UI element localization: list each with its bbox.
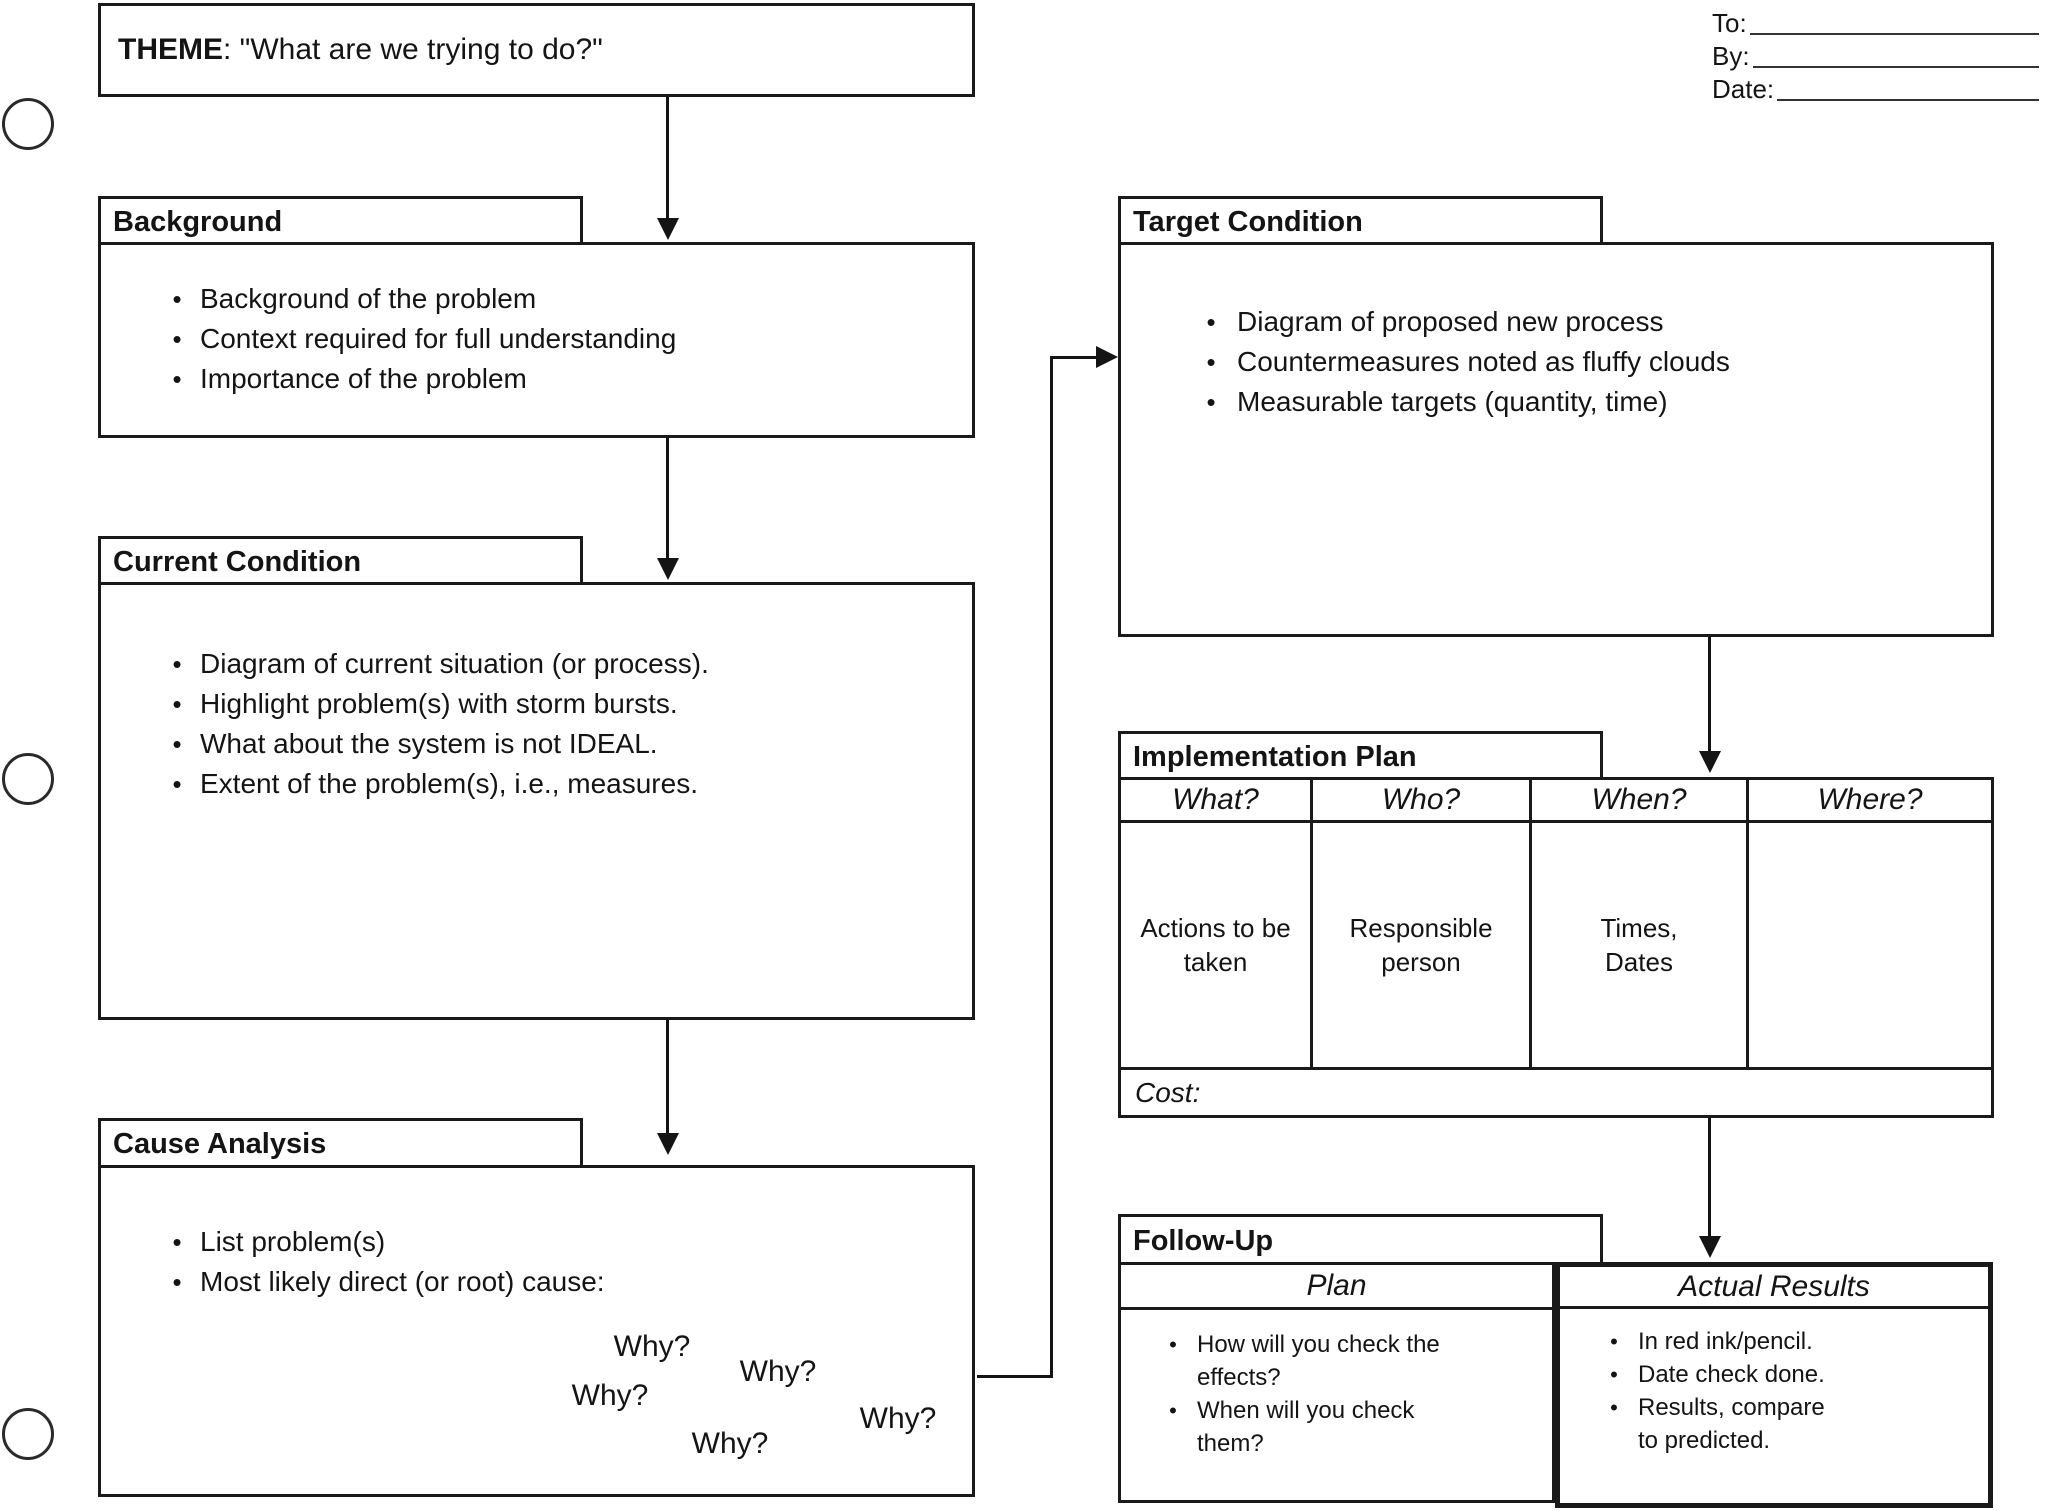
bullet-icon: • [172,769,182,799]
punch-hole-bottom [2,1408,54,1460]
bullet-icon: • [1206,307,1216,337]
bullet-icon: • [172,689,182,719]
punch-hole-top [2,98,54,150]
implementation-plan-title: Implementation Plan [1133,740,1417,773]
implementation-plan-table: What? Who? When? Where? Actions to be ta… [1118,777,1994,1118]
list-item: •When will you check them? [1149,1394,1552,1460]
column-header-where: Where? [1749,780,1991,823]
column-header-when: When? [1532,780,1749,823]
bullet-icon: • [172,1227,182,1257]
target-condition-box: •Diagram of proposed new process •Counte… [1118,242,1994,637]
list-item: •What about the system is not IDEAL. [154,724,972,764]
bullet-icon: • [172,284,182,314]
cost-label: Cost: [1135,1076,1201,1108]
why-text-1: Why? [613,1330,691,1363]
plan-header: Plan [1121,1265,1552,1310]
background-bullet-list: •Background of the problem •Context requ… [154,279,972,399]
bullet-icon: • [1169,1332,1177,1357]
cell-where [1749,823,1991,1067]
column-header-who: Who? [1313,780,1532,823]
list-item: •List problem(s) [154,1222,972,1262]
list-item: •Importance of the problem [154,359,972,399]
list-item: •Measurable targets (quantity, time) [1185,382,1991,422]
follow-up-title: Follow-Up [1133,1224,1274,1257]
arrowhead-down-icon [657,558,679,580]
arrowhead-down-icon [1699,1236,1721,1258]
cause-analysis-title-tab: Cause Analysis [98,1118,583,1168]
current-condition-title-tab: Current Condition [98,536,583,585]
follow-up-title-tab: Follow-Up [1118,1214,1603,1265]
list-item: •Context required for full understanding [154,319,972,359]
list-item: •Results, compare to predicted. [1590,1391,1988,1457]
list-item: •Extent of the problem(s), i.e., measure… [154,764,972,804]
theme-box: THEME: "What are we trying to do?" [98,3,975,97]
current-condition-box: •Diagram of current situation (or proces… [98,582,975,1020]
punch-hole-middle [2,753,54,805]
actual-results-header: Actual Results [1560,1267,1988,1309]
date-label: Date: [1712,74,1775,104]
why-text-5: Why? [859,1402,937,1435]
to-label: To: [1712,8,1747,38]
background-title-tab: Background [98,196,583,245]
column-header-what: What? [1121,780,1313,823]
implementation-plan-title-tab: Implementation Plan [1118,731,1603,780]
bullet-icon: • [172,364,182,394]
follow-up-plan-box: Plan •How will you check the effects? •W… [1118,1262,1555,1503]
cause-analysis-box: •List problem(s) •Most likely direct (or… [98,1165,975,1497]
cost-row: Cost: [1121,1067,1991,1115]
date-blank-line [1777,81,2039,101]
list-item: •How will you check the effects? [1149,1328,1552,1394]
current-condition-title: Current Condition [113,545,362,578]
background-title: Background [113,205,283,238]
cell-what: Actions to be taken [1121,823,1313,1067]
arrowhead-down-icon [657,1133,679,1155]
list-item: •Diagram of proposed new process [1185,302,1991,342]
bullet-icon: • [172,324,182,354]
list-item: •Highlight problem(s) with storm bursts. [154,684,972,724]
theme-label: THEME [118,33,223,66]
target-condition-title-tab: Target Condition [1118,196,1603,245]
bullet-icon: • [1206,387,1216,417]
bullet-icon: • [1610,1329,1618,1354]
theme-text: : "What are we trying to do?" [223,33,603,66]
routing-field-by: By: [1712,41,2039,74]
list-item: •Countermeasures noted as fluffy clouds [1185,342,1991,382]
follow-up-actual-results-box: Actual Results •In red ink/pencil. •Date… [1555,1262,1993,1508]
routing-field-to: To: [1712,8,2039,41]
why-text-4: Why? [691,1427,769,1460]
bullet-icon: • [1610,1362,1618,1387]
arrowhead-down-icon [657,218,679,240]
why-text-3: Why? [571,1379,649,1412]
list-item: •Date check done. [1590,1358,1988,1391]
list-item: •Background of the problem [154,279,972,319]
bullet-icon: • [1206,347,1216,377]
why-text-2: Why? [739,1355,817,1388]
cell-when: Times, Dates [1532,823,1749,1067]
target-condition-title: Target Condition [1133,205,1363,238]
target-condition-bullet-list: •Diagram of proposed new process •Counte… [1185,302,1991,422]
list-item: •Diagram of current situation (or proces… [154,644,972,684]
list-item: •In red ink/pencil. [1590,1325,1988,1358]
to-blank-line [1749,15,2039,35]
arrowhead-right-icon [1096,346,1118,368]
bullet-icon: • [1610,1395,1618,1420]
bullet-icon: • [172,649,182,679]
by-blank-line [1752,48,2039,68]
bullet-icon: • [172,1267,182,1297]
arrowhead-down-icon [1699,751,1721,773]
list-item: •Most likely direct (or root) cause: [154,1262,972,1302]
routing-block: To: By: Date: [1712,8,2039,107]
routing-field-date: Date: [1712,74,2039,107]
current-condition-bullet-list: •Diagram of current situation (or proces… [154,644,972,804]
actual-results-bullet-list: •In red ink/pencil. •Date check done. •R… [1590,1325,1988,1457]
cause-analysis-bullet-list: •List problem(s) •Most likely direct (or… [154,1222,972,1302]
by-label: By: [1712,41,1750,71]
cell-who: Responsible person [1313,823,1532,1067]
background-box: •Background of the problem •Context requ… [98,242,975,438]
plan-bullet-list: •How will you check the effects? •When w… [1149,1328,1552,1460]
bullet-icon: • [172,729,182,759]
bullet-icon: • [1169,1398,1177,1423]
cause-analysis-title: Cause Analysis [113,1128,327,1160]
